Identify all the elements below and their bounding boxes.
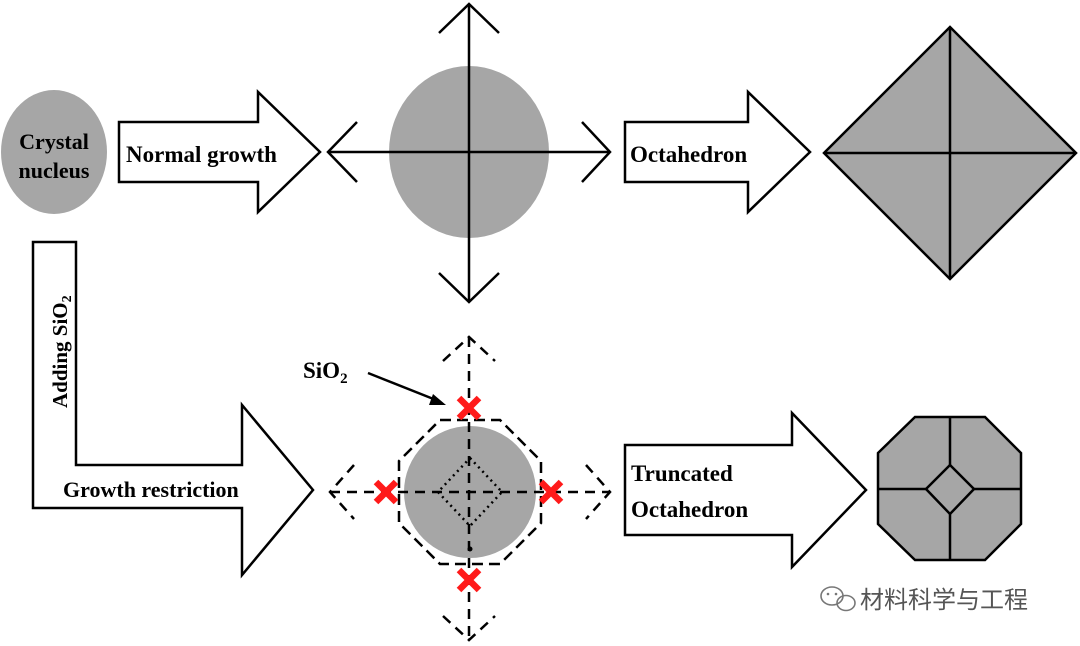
crystal-nucleus: Crystal nucleus	[1, 90, 107, 214]
blocked-marker-bottom	[456, 567, 482, 593]
nucleus-label-line1: Crystal	[19, 129, 89, 154]
restricted-direction-arrows	[328, 335, 612, 642]
watermark: 材料科学与工程	[820, 586, 1028, 614]
blocked-growth-markers	[373, 395, 564, 593]
truncated-label-line1: Truncated	[631, 461, 733, 486]
wechat-icon	[820, 586, 856, 612]
sio2-annotation: SiO2	[303, 358, 446, 405]
normal-growth-label: Normal growth	[126, 142, 277, 167]
blocked-marker-top	[456, 395, 482, 421]
sio2-label: SiO2	[303, 358, 348, 387]
blocked-marker-right	[538, 479, 564, 505]
adding-sio2-label: Adding SiO2	[48, 295, 75, 408]
dashed-truncated-outline	[397, 418, 543, 566]
normal-growth-arrow: Normal growth	[117, 89, 322, 215]
octahedron-label: Octahedron	[630, 142, 747, 167]
octahedron-arrow: Octahedron	[623, 89, 812, 215]
growth-restriction-label: Growth restriction	[63, 477, 239, 502]
truncated-octahedron-shape	[876, 415, 1023, 562]
nucleus-shape	[1, 90, 107, 214]
truncated-octahedron-arrow: Truncated Octahedron	[623, 409, 868, 571]
normal-growth-sphere	[326, 2, 612, 304]
blocked-marker-left	[373, 479, 399, 505]
dotted-inner-diamond	[436, 456, 504, 528]
octahedron-shape	[822, 25, 1078, 281]
growth-restriction-arrow: Adding SiO2 Growth restriction	[31, 240, 315, 579]
watermark-text: 材料科学与工程	[860, 586, 1028, 614]
restricted-growth-sphere	[328, 335, 612, 642]
sio2-pointer-arrowhead	[429, 394, 446, 405]
growth-direction-arrows	[326, 2, 612, 304]
nucleus-label-line2: nucleus	[19, 158, 90, 183]
truncated-label-line2: Octahedron	[631, 497, 748, 522]
